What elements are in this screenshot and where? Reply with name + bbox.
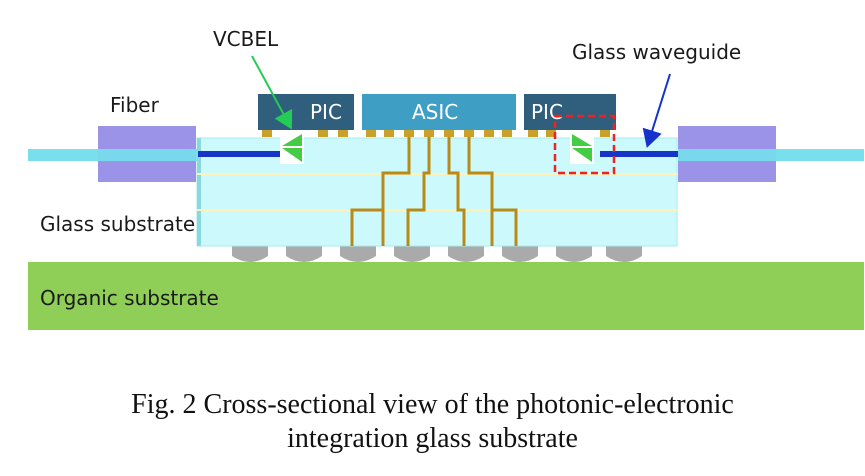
pic-chip-right-label: PIC	[531, 100, 563, 124]
micro-bump	[600, 130, 610, 137]
micro-bump	[338, 130, 348, 137]
via-trace	[447, 137, 466, 246]
micro-bump	[464, 130, 474, 137]
glass-waveguide-left	[198, 151, 280, 157]
pic-chip-right	[524, 94, 616, 130]
mirror-icon	[572, 134, 592, 146]
solder-ball	[606, 246, 642, 262]
vcbel-arrow	[251, 55, 293, 130]
glass-waveguide-label: Glass waveguide	[572, 40, 741, 64]
pic-chip-left-label: PIC	[310, 100, 342, 124]
asic-chip-label: ASIC	[412, 100, 458, 124]
micro-bump	[444, 130, 454, 137]
asic-chip	[362, 94, 516, 130]
micro-bump	[262, 130, 272, 137]
solder-ball	[394, 246, 430, 262]
micro-bumps	[262, 130, 610, 137]
solder-ball	[448, 246, 484, 262]
micro-bump	[528, 130, 538, 137]
micro-bump	[366, 130, 376, 137]
solder-ball	[340, 246, 376, 262]
glass-waveguide-right	[600, 151, 678, 157]
pic-chip-left	[258, 94, 354, 130]
micro-bump	[318, 130, 328, 137]
glass-waveguide-arrow	[642, 73, 671, 148]
mirror-icon	[572, 148, 592, 162]
highlight-box	[553, 114, 616, 175]
via-trace	[467, 137, 518, 246]
mirror-icon	[282, 134, 302, 146]
glass-substrate-label: Glass substrate	[40, 212, 195, 236]
solder-ball	[502, 246, 538, 262]
solder-ball	[286, 246, 322, 262]
micro-bump	[546, 130, 556, 137]
fiber-connector-left-core	[98, 149, 196, 161]
solder-ball	[232, 246, 268, 262]
via-trace	[350, 137, 411, 246]
micro-bump	[484, 130, 494, 137]
figure-caption: Fig. 2 Cross-sectional view of the photo…	[0, 388, 865, 456]
caption-line-2: integration glass substrate	[287, 423, 578, 454]
organic-substrate-label: Organic substrate	[40, 286, 219, 310]
fiber-label: Fiber	[110, 93, 160, 117]
micro-bump	[424, 130, 434, 137]
vcbel-label: VCBEL	[213, 27, 279, 51]
solder-balls	[232, 246, 642, 262]
vcbel-right	[570, 130, 594, 164]
fiber-connector-right-core	[678, 149, 776, 161]
organic-substrate	[28, 262, 864, 330]
via-wiring	[350, 137, 518, 246]
glass-substrate-left-edge	[197, 138, 201, 246]
micro-bump	[384, 130, 394, 137]
micro-bump	[404, 130, 414, 137]
caption-line-1: Fig. 2 Cross-sectional view of the photo…	[131, 389, 734, 420]
micro-bump	[502, 130, 512, 137]
vcbel-left	[280, 130, 304, 164]
mirror-icon	[282, 148, 302, 162]
solder-ball	[556, 246, 592, 262]
